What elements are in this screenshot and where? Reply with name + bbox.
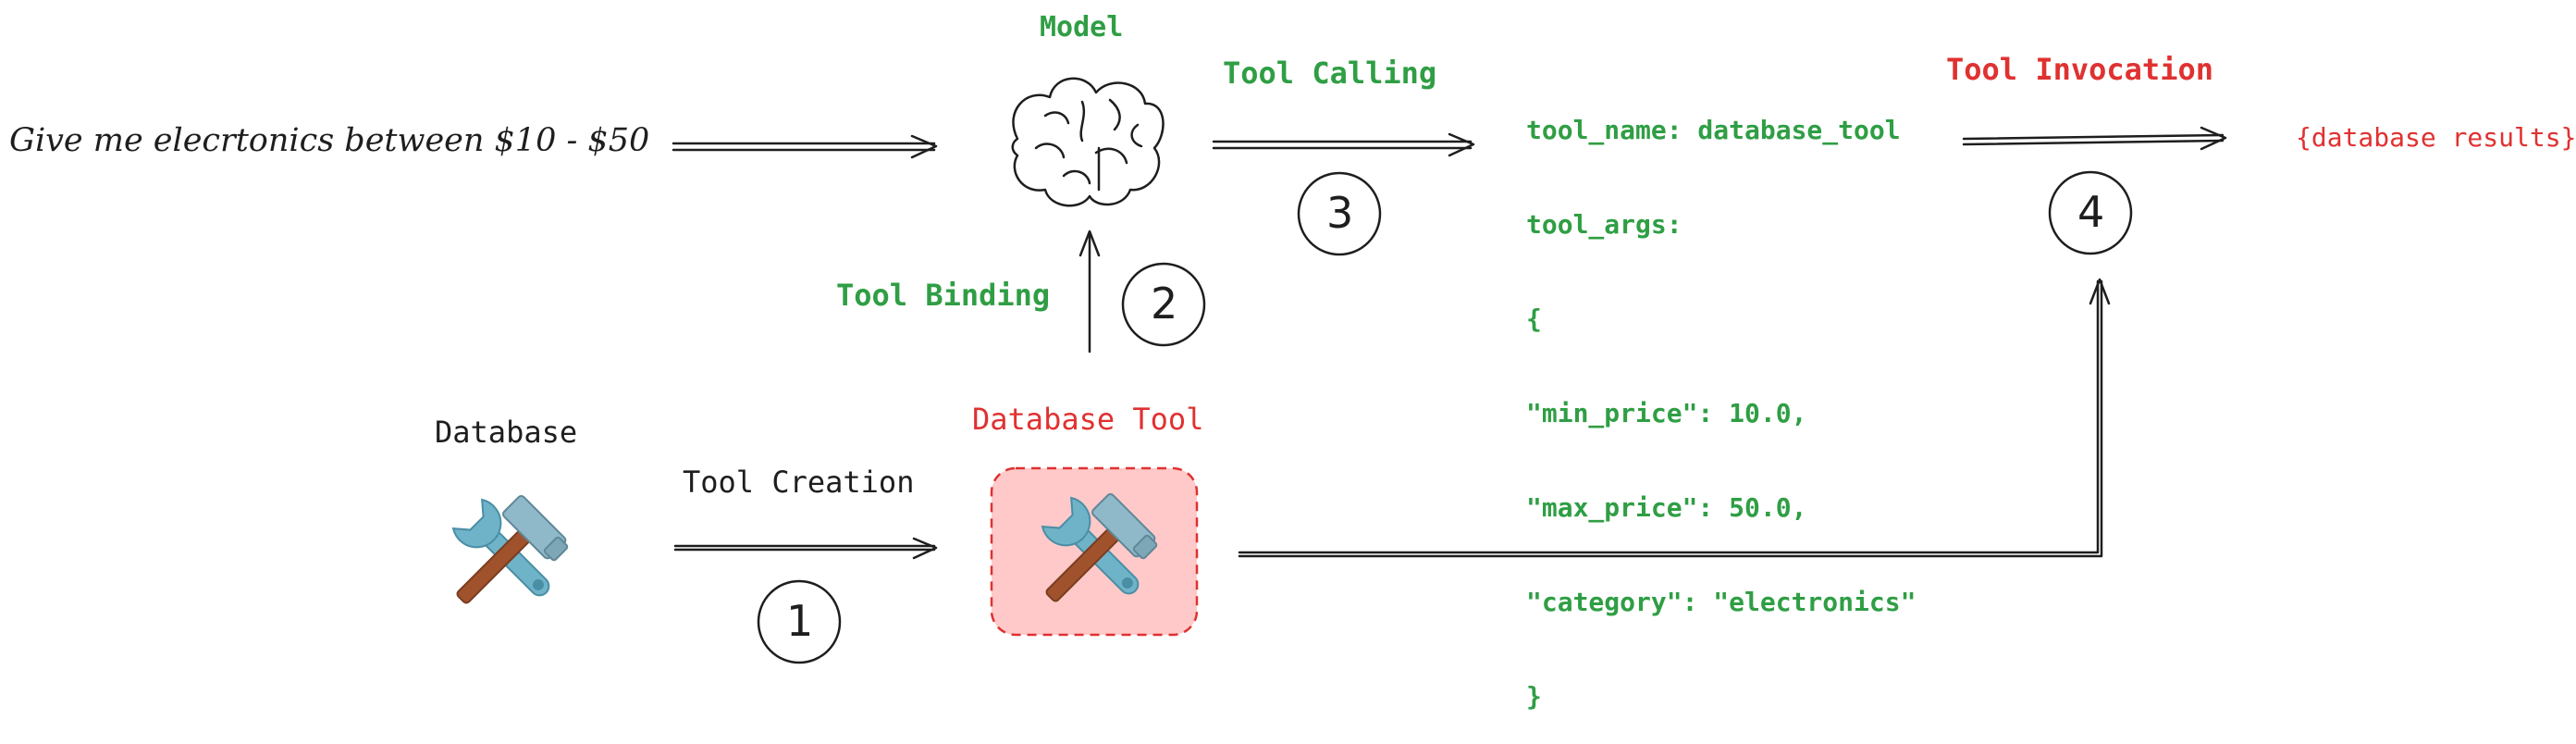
step-circle-4: [2048, 170, 2133, 255]
code-line: tool_name: database_tool: [1526, 115, 1901, 145]
arrow-tool-binding: [1078, 229, 1101, 353]
step-number-3: 3: [1326, 188, 1354, 238]
query-text: Give me elecrtonics between $10 - $50: [9, 122, 650, 159]
step-number-1: 1: [786, 596, 814, 646]
database-label: Database: [435, 415, 578, 450]
hammer-wrench-icon: [438, 493, 573, 628]
model-label: Model: [1040, 11, 1124, 43]
code-line: }: [1526, 681, 1542, 712]
diagram-canvas: [438, 77, 2227, 664]
step-circle-2: [1121, 262, 1206, 347]
step-circle-3: [1297, 171, 1382, 256]
tool-call-code: tool_name: database_tool tool_args: { "m…: [1526, 52, 1916, 744]
arrow-tool-creation: [673, 537, 938, 560]
step-number-4: 4: [2077, 187, 2105, 237]
brain-icon: [1011, 77, 1165, 207]
code-line: "category": "electronics": [1526, 587, 1917, 617]
step-circle-1: [757, 579, 842, 664]
tool-binding-label: Tool Binding: [836, 278, 1051, 313]
step-number-2: 2: [1151, 279, 1178, 329]
database-tool-label: Database Tool: [972, 402, 1204, 437]
code-line: {: [1526, 304, 1542, 334]
code-line: "min_price": 10.0,: [1526, 398, 1807, 428]
tool-calling-label: Tool Calling: [1223, 56, 1437, 91]
code-line: "max_price": 50.0,: [1526, 492, 1807, 523]
arrow-model-to-tool-call: [1212, 132, 1475, 157]
database-results-label: {database results}: [2296, 122, 2576, 153]
code-line: tool_args:: [1526, 209, 1682, 240]
arrow-invocation-to-results: [1962, 126, 2227, 151]
tool-invocation-label: Tool Invocation: [1946, 52, 2213, 87]
tool-creation-label: Tool Creation: [683, 465, 915, 500]
arrow-tool-to-invocation: [1238, 278, 2111, 558]
arrow-query-to-model: [672, 134, 938, 159]
